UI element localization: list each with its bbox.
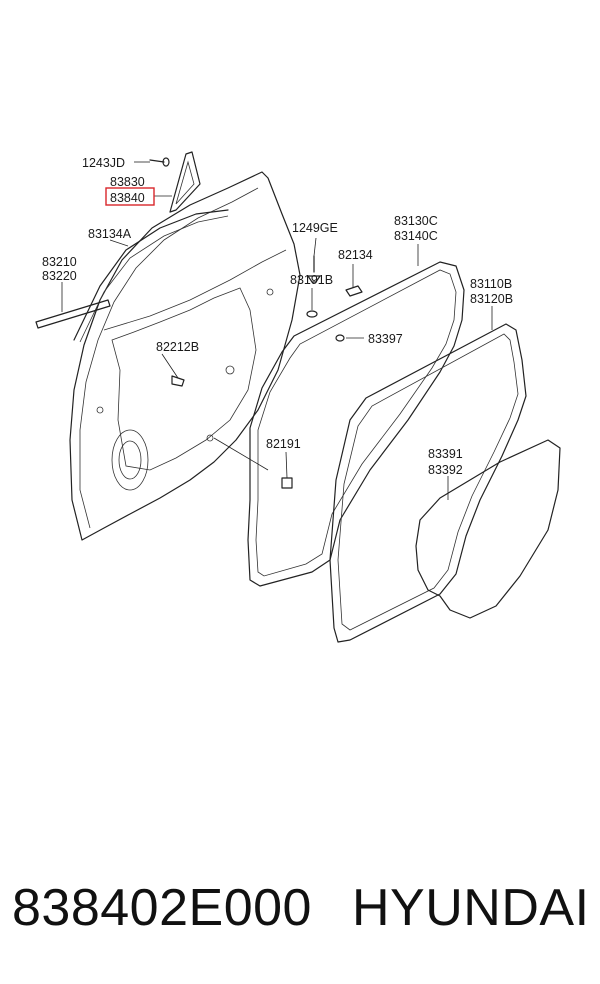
label-83191b: 83191B [290,273,333,287]
label-1243jd: 1243JD [82,156,125,170]
highlight-box-83840 [105,187,155,206]
label-83397: 83397 [368,332,403,346]
label-82134: 82134 [338,248,373,262]
label-83120b: 83120B [470,292,513,306]
label-83830: 83830 [110,175,145,189]
waterproof-film [415,439,561,619]
small-fasteners [171,255,363,489]
label-83210: 83210 [42,255,77,269]
label-82191: 82191 [266,437,301,451]
label-82212b: 82212B [156,340,199,354]
label-83391: 83391 [428,447,463,461]
parts-diagram: 1243JD 83830 83840 83134A 83210 83220 12… [35,151,561,643]
door-weatherstrip-outer [247,261,465,587]
part-number-caption: 838402E000 [12,879,312,937]
screw-1243jd [149,157,170,167]
label-83840: 83840 [110,191,145,205]
label-83134a: 83134A [88,227,132,241]
label-1249ge: 1249GE [292,221,338,235]
window-run-channel [73,209,229,343]
label-83220: 83220 [42,269,77,283]
label-83392: 83392 [428,463,463,477]
label-83140c: 83140C [394,229,438,243]
delta-moulding [169,151,201,213]
label-83130c: 83130C [394,214,438,228]
belt-moulding [35,299,111,329]
leader-lines [61,161,493,500]
label-83110b: 83110B [470,277,512,291]
brand-caption: HYUNDAI [352,879,590,937]
part-labels: 1243JD 83830 83840 83134A 83210 83220 12… [42,156,513,477]
door-weatherstrip-inner [329,323,527,643]
